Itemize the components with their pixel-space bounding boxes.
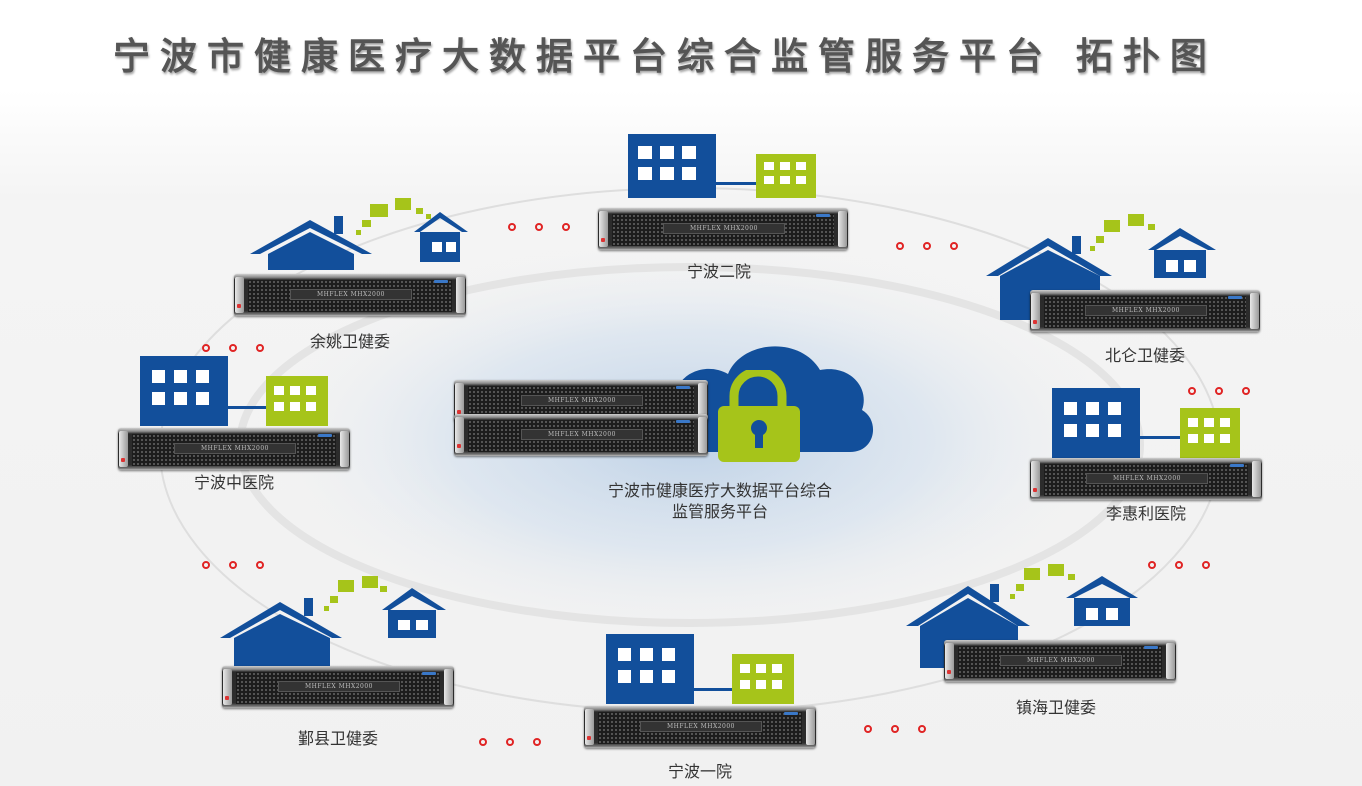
- connector-dots: [202, 337, 283, 356]
- node-ningbo-tcm-hospital[interactable]: MHFLEX MHX2000 宁波中医院: [118, 356, 358, 496]
- node-label: 李惠利医院: [1105, 504, 1186, 523]
- cloud-icon: [658, 346, 874, 452]
- office-building-icon: [1052, 388, 1240, 458]
- node-yinxian-health-commission[interactable]: MHFLEX MHX2000 鄞县卫健委: [220, 574, 460, 754]
- office-building-icon: [628, 134, 816, 198]
- node-label: 宁波中医院: [193, 473, 274, 492]
- server-icon: MHFLEX MHX2000: [584, 706, 816, 748]
- house-icon: [220, 576, 446, 666]
- office-building-icon: [140, 356, 328, 426]
- connector-dots: [479, 731, 560, 750]
- node-label: 北仑卫健委: [1104, 346, 1185, 365]
- connector-dots: [202, 554, 283, 573]
- server-icon: MHFLEX MHX2000: [454, 414, 708, 456]
- page-title: 宁波市健康医疗大数据平台综合监管服务平台 拓扑图: [113, 35, 1217, 78]
- node-beilun-health-commission[interactable]: MHFLEX MHX2000 北仑卫健委: [984, 212, 1264, 372]
- node-label: 余姚卫健委: [309, 332, 390, 351]
- connector-dots: [1188, 380, 1269, 399]
- central-platform-label: 宁波市健康医疗大数据平台综合 监管服务平台: [607, 481, 832, 521]
- node-label: 镇海卫健委: [1015, 698, 1096, 717]
- server-icon: MHFLEX MHX2000: [454, 380, 708, 422]
- node-zhenhai-health-commission[interactable]: MHFLEX MHX2000 镇海卫健委: [904, 562, 1184, 722]
- node-label: 宁波二院: [686, 262, 751, 281]
- connector-dots: [864, 718, 945, 737]
- office-building-icon: [606, 634, 794, 704]
- server-icon: MHFLEX MHX2000: [118, 428, 350, 470]
- lock-icon: [718, 370, 800, 462]
- node-yuyao-health-commission[interactable]: MHFLEX MHX2000 余姚卫健委: [234, 196, 474, 356]
- server-icon: MHFLEX MHX2000: [1030, 290, 1260, 332]
- central-platform[interactable]: MHFLEX MHX2000 MHFLEX MHX2000: [452, 336, 874, 466]
- server-icon: MHFLEX MHX2000: [1030, 458, 1262, 500]
- server-icon: MHFLEX MHX2000: [222, 666, 454, 708]
- node-lihuili-hospital[interactable]: MHFLEX MHX2000 李惠利医院: [1030, 388, 1270, 528]
- connector-dots: [1148, 554, 1229, 573]
- node-label: 宁波一院: [667, 762, 732, 781]
- connector-dots: [508, 216, 589, 235]
- connector-dots: [896, 235, 977, 254]
- node-label: 鄞县卫健委: [297, 729, 378, 748]
- node-ningbo-first-hospital[interactable]: MHFLEX MHX2000 宁波一院: [584, 634, 824, 784]
- server-icon: MHFLEX MHX2000: [598, 208, 848, 250]
- server-icon: MHFLEX MHX2000: [944, 640, 1176, 682]
- house-icon: [250, 198, 468, 270]
- server-icon: MHFLEX MHX2000: [234, 274, 466, 316]
- node-ningbo-second-hospital[interactable]: MHFLEX MHX2000 宁波二院: [594, 134, 854, 284]
